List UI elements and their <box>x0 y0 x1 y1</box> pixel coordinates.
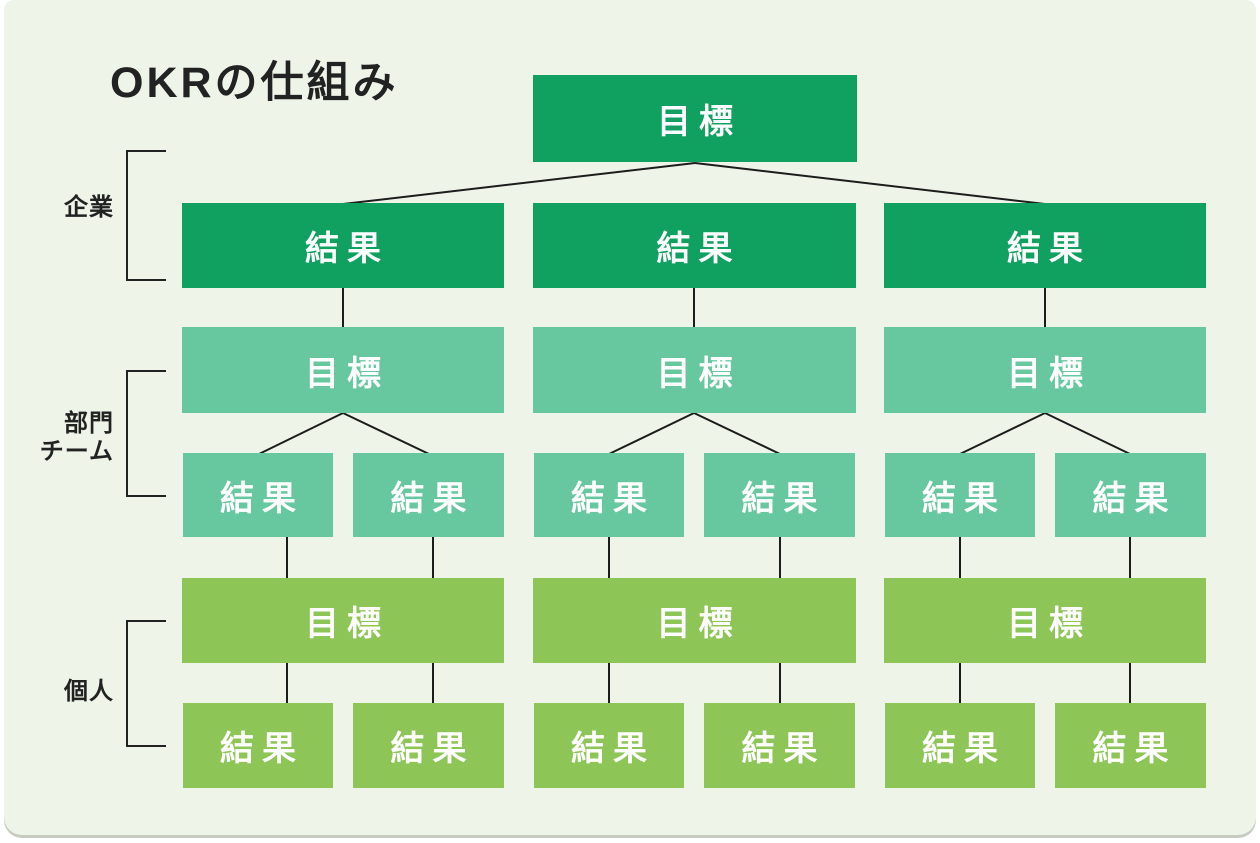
individual-objective-box: 目標 <box>182 578 504 663</box>
level-label-team-line2: チーム <box>39 438 114 465</box>
team-key-result-box: 結果 <box>704 453 855 537</box>
team-key-result-box: 結果 <box>534 453 684 537</box>
individual-bracket <box>126 620 166 747</box>
team-key-result-box: 結果 <box>183 453 333 537</box>
company-key-result-box: 結果 <box>884 203 1206 288</box>
individual-key-result-box: 結果 <box>183 703 333 788</box>
company-key-result-box: 結果 <box>182 203 504 288</box>
team-bracket <box>126 370 166 497</box>
individual-key-result-box: 結果 <box>1055 703 1206 788</box>
team-key-result-box: 結果 <box>1055 453 1206 537</box>
individual-key-result-box: 結果 <box>534 703 684 788</box>
team-key-result-box: 結果 <box>353 453 504 537</box>
individual-key-result-box: 結果 <box>353 703 504 788</box>
level-label-individual: 個人 <box>64 678 114 705</box>
individual-objective-box: 目標 <box>884 578 1206 663</box>
company-bracket <box>126 150 166 281</box>
team-key-result-box: 結果 <box>885 453 1035 537</box>
team-objective-box: 目標 <box>884 327 1206 413</box>
level-label-team-line1: 部門 <box>64 410 114 437</box>
team-objective-box: 目標 <box>182 327 504 413</box>
page-title: OKRの仕組み <box>110 59 399 107</box>
company-objective-box: 目標 <box>533 75 857 162</box>
level-label-company: 企業 <box>64 194 114 221</box>
individual-key-result-box: 結果 <box>885 703 1035 788</box>
individual-objective-box: 目標 <box>533 578 856 663</box>
team-objective-box: 目標 <box>533 327 856 413</box>
individual-key-result-box: 結果 <box>704 703 855 788</box>
level-label-team: 部門 チーム <box>30 410 114 466</box>
company-key-result-box: 結果 <box>533 203 856 288</box>
